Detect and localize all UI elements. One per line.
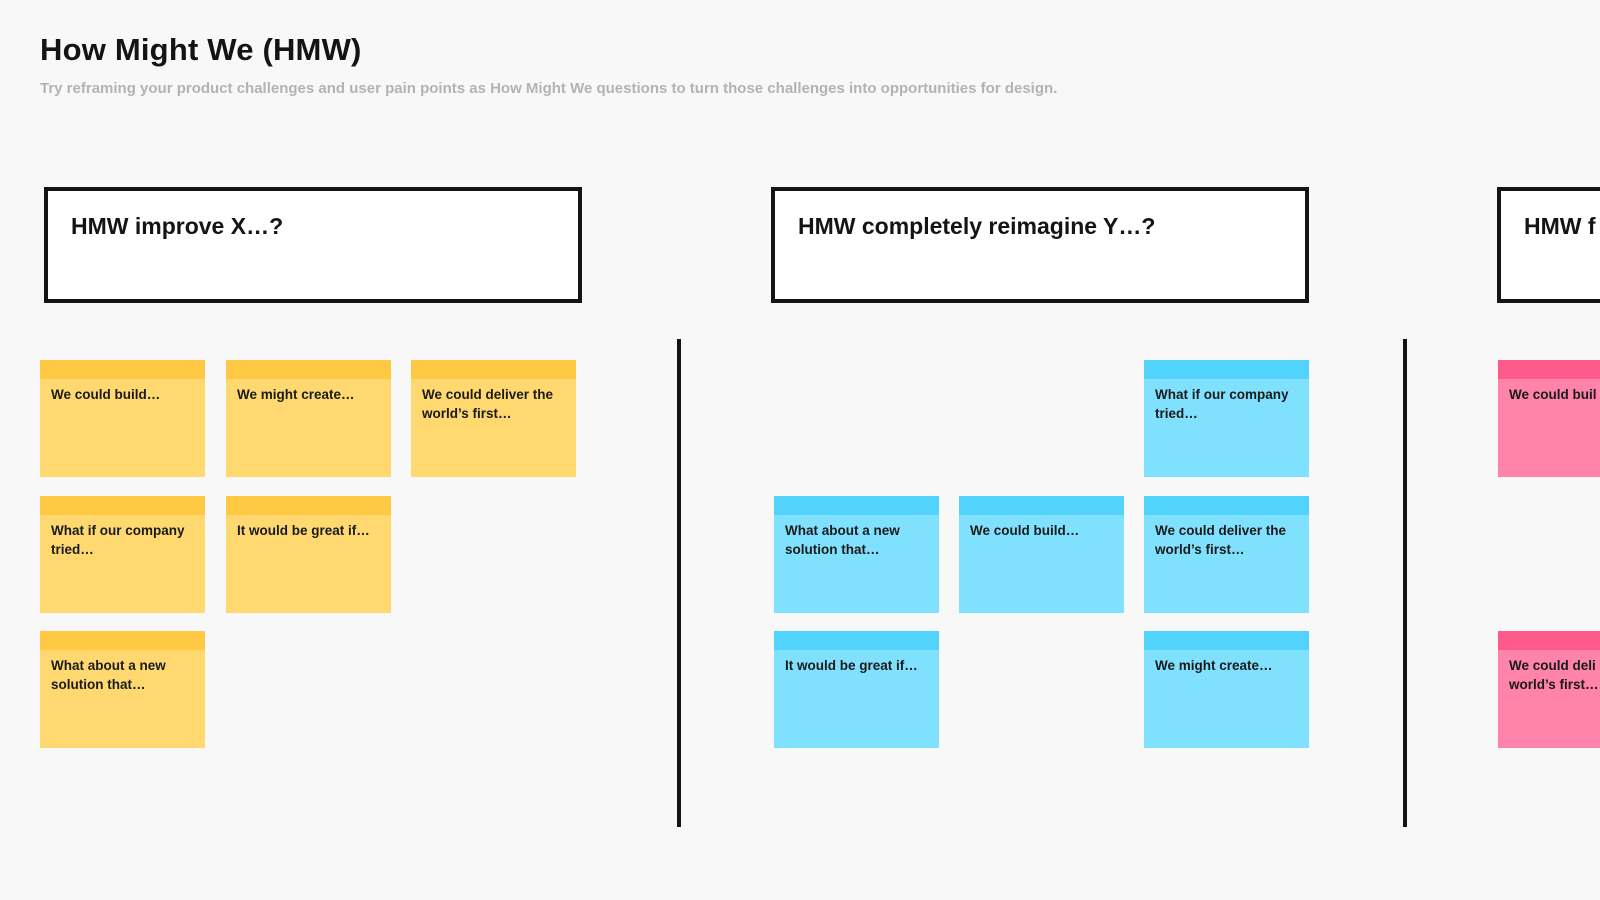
sticky-note[interactable]: We could build… (959, 496, 1124, 613)
sticky-note-text: We could build… (51, 387, 161, 402)
sticky-note-header (411, 360, 576, 379)
sticky-note-text: What if our company tried… (51, 523, 185, 557)
sticky-note-header (40, 496, 205, 515)
hmw-question-text: HMW completely reimagine Y…? (798, 213, 1156, 239)
sticky-note-header (774, 631, 939, 650)
sticky-note-header (40, 360, 205, 379)
hmw-question-text: HMW f (1524, 213, 1596, 239)
sticky-note-header (1144, 631, 1309, 650)
sticky-note-text: It would be great if… (785, 658, 918, 673)
page-title: How Might We (HMW) (40, 32, 362, 67)
column-divider (1403, 339, 1407, 827)
sticky-note-header (959, 496, 1124, 515)
hmw-question-box-2[interactable]: HMW completely reimagine Y…? (771, 187, 1309, 303)
sticky-note-text: We could build… (970, 523, 1080, 538)
sticky-note-text: We might create… (1155, 658, 1273, 673)
sticky-note-text: We could buil (1509, 387, 1597, 402)
sticky-note-header (40, 631, 205, 650)
sticky-note-header (1498, 631, 1600, 650)
sticky-note[interactable]: What if our company tried… (40, 496, 205, 613)
sticky-note-text: We could deliver the world’s first… (1155, 523, 1287, 557)
sticky-note[interactable]: It would be great if… (226, 496, 391, 613)
sticky-note-text: What about a new solution that… (51, 658, 166, 692)
sticky-note-text: What about a new solution that… (785, 523, 900, 557)
hmw-question-box-1[interactable]: HMW improve X…? (44, 187, 582, 303)
sticky-note-text: We could deli world’s first… (1498, 650, 1600, 694)
sticky-note[interactable]: We could build… (40, 360, 205, 477)
sticky-note-header (226, 360, 391, 379)
sticky-note-text: It would be great if… (237, 523, 370, 538)
sticky-note[interactable]: We might create… (226, 360, 391, 477)
sticky-note-header (226, 496, 391, 515)
sticky-note[interactable]: We could deli world’s first… (1498, 631, 1600, 748)
sticky-note-header (1144, 360, 1309, 379)
sticky-note[interactable]: We could buil (1498, 360, 1600, 477)
hmw-question-text: HMW improve X…? (71, 213, 284, 239)
sticky-note[interactable]: We could deliver the world’s first… (1144, 496, 1309, 613)
column-divider (677, 339, 681, 827)
sticky-note-text: What if our company tried… (1155, 387, 1289, 421)
hmw-question-box-3[interactable]: HMW f (1497, 187, 1600, 303)
sticky-note-line: We could deli (1509, 658, 1596, 673)
sticky-note[interactable]: What about a new solution that… (40, 631, 205, 748)
sticky-note-header (774, 496, 939, 515)
sticky-note-header (1498, 360, 1600, 379)
sticky-note-text: We might create… (237, 387, 355, 402)
sticky-note-text: We could deliver the world’s first… (422, 387, 554, 421)
sticky-note[interactable]: What about a new solution that… (774, 496, 939, 613)
sticky-note[interactable]: We might create… (1144, 631, 1309, 748)
sticky-note[interactable]: We could deliver the world’s first… (411, 360, 576, 477)
sticky-note[interactable]: It would be great if… (774, 631, 939, 748)
sticky-note-line: world’s first… (1509, 677, 1599, 692)
sticky-note[interactable]: What if our company tried… (1144, 360, 1309, 477)
sticky-note-header (1144, 496, 1309, 515)
page-subtitle: Try reframing your product challenges an… (40, 80, 1058, 97)
